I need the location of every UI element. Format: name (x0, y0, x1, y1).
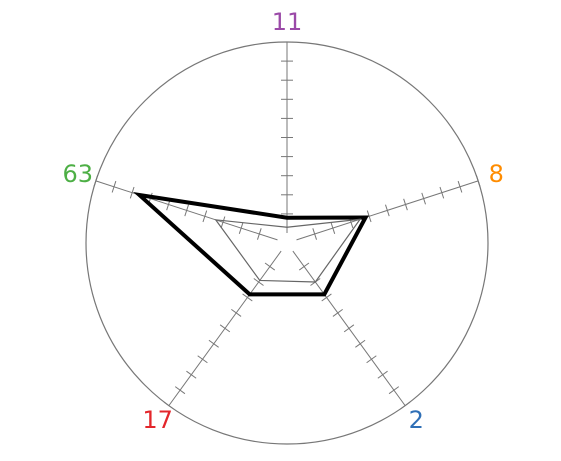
radar-tick-5-3 (220, 216, 226, 229)
radar-tick-4-8 (186, 370, 197, 379)
radar-tick-2-9 (457, 180, 463, 193)
radar-tick-4-7 (197, 355, 208, 364)
radar-tick-2-8 (439, 186, 445, 199)
radar-tick-4-1 (264, 262, 276, 271)
labels-group: 11 8 2 17 63 (62, 8, 503, 434)
outer-profile-polygon (133, 192, 369, 297)
radar-tick-3-4 (332, 308, 343, 317)
radar-tick-4-5 (219, 324, 231, 333)
radar-tick-3-7 (366, 355, 377, 364)
radar-tick-3-5 (343, 324, 355, 333)
radar-tick-5-1 (256, 228, 262, 240)
radar-tick-5-9 (111, 180, 117, 193)
radar-tick-3-8 (377, 370, 388, 379)
radar-tick-5-5 (184, 204, 189, 217)
category-label-2: 8 (489, 160, 504, 188)
inner-profile-polygon (214, 218, 362, 283)
radar-tick-3-9 (388, 386, 400, 395)
radar-tick-4-10 (163, 401, 175, 410)
category-label-5: 63 (62, 160, 93, 188)
radar-tick-3-10 (399, 401, 411, 410)
radar-tick-2-7 (421, 192, 426, 205)
radar-tick-4-9 (174, 386, 186, 395)
series-group (133, 192, 369, 297)
radar-tick-2-4 (366, 210, 372, 223)
radar-tick-4-6 (208, 339, 219, 348)
radar-tick-2-10 (475, 175, 481, 187)
category-label-1: 11 (272, 8, 303, 36)
radar-tick-5-8 (129, 186, 135, 199)
radar-tick-5-2 (238, 222, 244, 234)
radar-tick-2-6 (403, 198, 408, 211)
radar-tick-4-4 (231, 308, 242, 317)
radar-tick-2-1 (312, 228, 318, 240)
radar-tick-4-2 (253, 278, 264, 286)
radar-tick-5-10 (93, 175, 99, 187)
radar-tick-2-2 (330, 222, 336, 234)
radar-tick-3-6 (355, 339, 366, 348)
axes-group (93, 41, 481, 410)
radar-tick-2-5 (385, 204, 390, 217)
radar-tick-3-3 (321, 293, 332, 302)
radar-tick-3-1 (298, 262, 310, 271)
category-label-3: 2 (409, 406, 424, 434)
radar-tick-5-4 (202, 210, 208, 223)
radar-tick-4-3 (242, 293, 253, 302)
category-label-4: 17 (142, 406, 173, 434)
